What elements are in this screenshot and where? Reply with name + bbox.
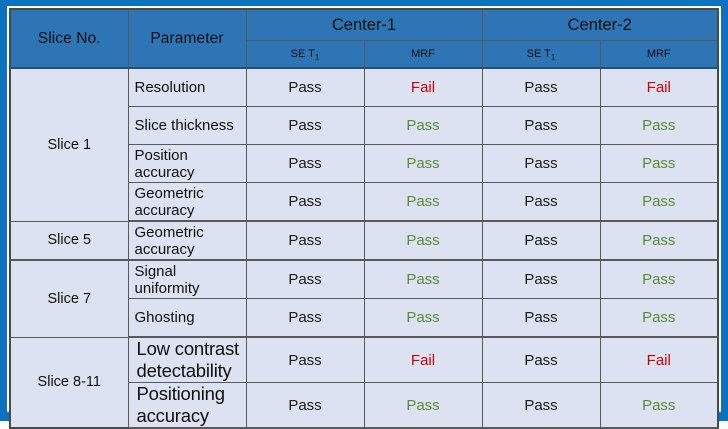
result-cell-center2-mrf: Pass xyxy=(599,144,719,183)
result-cell-center1-se-t1: Pass xyxy=(245,106,365,145)
result-cell-center1-mrf: Pass xyxy=(363,106,483,145)
result-cell-center2-se-t1: Pass xyxy=(481,106,601,145)
result-cell-center2-se-t1: Pass xyxy=(481,144,601,183)
qa-results-table: Slice No. Parameter Center-1 Center-2 SE… xyxy=(9,8,719,429)
parameter-cell: Resolution xyxy=(127,67,247,107)
center1-se-t1-label: SE T xyxy=(290,48,315,60)
parameter-cell: Position accuracy xyxy=(127,144,247,183)
result-cell-center1-mrf: Pass xyxy=(363,220,483,261)
slice-group-label: Slice 8-11 xyxy=(9,336,129,429)
result-cell-center2-se-t1: Pass xyxy=(481,298,601,338)
center1-mrf-label: MRF xyxy=(411,48,435,60)
result-cell-center1-mrf: Pass xyxy=(363,182,483,222)
result-cell-center1-mrf: Fail xyxy=(363,336,483,383)
result-cell-center1-se-t1: Pass xyxy=(245,220,365,261)
column-header-center1-mrf: MRF xyxy=(363,40,483,69)
parameter-cell: Geometric accuracy xyxy=(127,182,247,222)
result-cell-center2-mrf: Fail xyxy=(599,336,719,383)
result-cell-center2-se-t1: Pass xyxy=(481,67,601,107)
result-cell-center2-se-t1: Pass xyxy=(481,182,601,222)
result-cell-center1-se-t1: Pass xyxy=(245,182,365,222)
result-cell-center2-se-t1: Pass xyxy=(481,382,601,429)
result-cell-center1-se-t1: Pass xyxy=(245,259,365,299)
parameter-cell: Ghosting xyxy=(127,298,247,338)
header-row-sub: SE T1 MRF SE T1 MRF xyxy=(10,40,719,69)
header-row-top: Slice No. Parameter Center-1 Center-2 xyxy=(9,8,719,69)
result-cell-center1-se-t1: Pass xyxy=(245,67,365,107)
result-cell-center2-mrf: Pass xyxy=(599,220,719,261)
result-cell-center2-se-t1: Pass xyxy=(481,259,601,299)
column-header-center1-se-t1: SE T1 xyxy=(245,40,365,69)
result-cell-center2-mrf: Pass xyxy=(599,382,719,429)
result-cell-center1-se-t1: Pass xyxy=(245,336,365,383)
center1-se-t1-subscript: 1 xyxy=(314,53,320,63)
result-cell-center2-mrf: Fail xyxy=(599,67,719,107)
column-header-center-2: Center-2 xyxy=(481,8,719,41)
parameter-cell: Low contrast detectability xyxy=(127,336,247,383)
result-cell-center2-se-t1: Pass xyxy=(481,336,601,383)
center2-se-t1-label: SE T xyxy=(526,48,551,60)
result-cell-center1-se-t1: Pass xyxy=(245,382,365,429)
result-cell-center2-se-t1: Pass xyxy=(481,220,601,261)
result-cell-center1-mrf: Fail xyxy=(363,67,483,107)
result-cell-center1-mrf: Pass xyxy=(363,259,483,299)
slice-group-label: Slice 1 xyxy=(9,67,129,222)
parameter-cell: Slice thickness xyxy=(127,106,247,145)
result-cell-center1-mrf: Pass xyxy=(363,298,483,338)
result-cell-center2-mrf: Pass xyxy=(599,298,719,338)
table-header: Slice No. Parameter Center-1 Center-2 SE… xyxy=(9,8,719,69)
slice-group-label: Slice 5 xyxy=(9,220,129,261)
result-cell-center1-se-t1: Pass xyxy=(245,298,365,338)
center2-se-t1-subscript: 1 xyxy=(550,53,556,63)
result-cell-center1-mrf: Pass xyxy=(363,144,483,183)
result-cell-center2-mrf: Pass xyxy=(599,182,719,222)
column-header-center-1: Center-1 xyxy=(245,8,483,41)
figure-inner: Slice No. Parameter Center-1 Center-2 SE… xyxy=(7,6,721,429)
result-cell-center2-mrf: Pass xyxy=(599,259,719,299)
column-header-parameter: Parameter xyxy=(127,8,247,69)
parameter-cell: Geometric accuracy xyxy=(127,220,247,261)
column-header-center2-se-t1: SE T1 xyxy=(481,40,601,69)
slice-group-label: Slice 7 xyxy=(9,259,129,338)
result-cell-center1-se-t1: Pass xyxy=(245,144,365,183)
column-header-slice-no: Slice No. xyxy=(9,8,129,69)
column-header-center2-mrf: MRF xyxy=(599,40,719,69)
parameter-cell: Signal uniformity xyxy=(127,259,247,299)
result-cell-center1-mrf: Pass xyxy=(363,382,483,429)
parameter-cell: Positioning accuracy xyxy=(127,382,247,429)
center2-mrf-label: MRF xyxy=(646,48,671,60)
result-cell-center2-mrf: Pass xyxy=(599,106,719,145)
